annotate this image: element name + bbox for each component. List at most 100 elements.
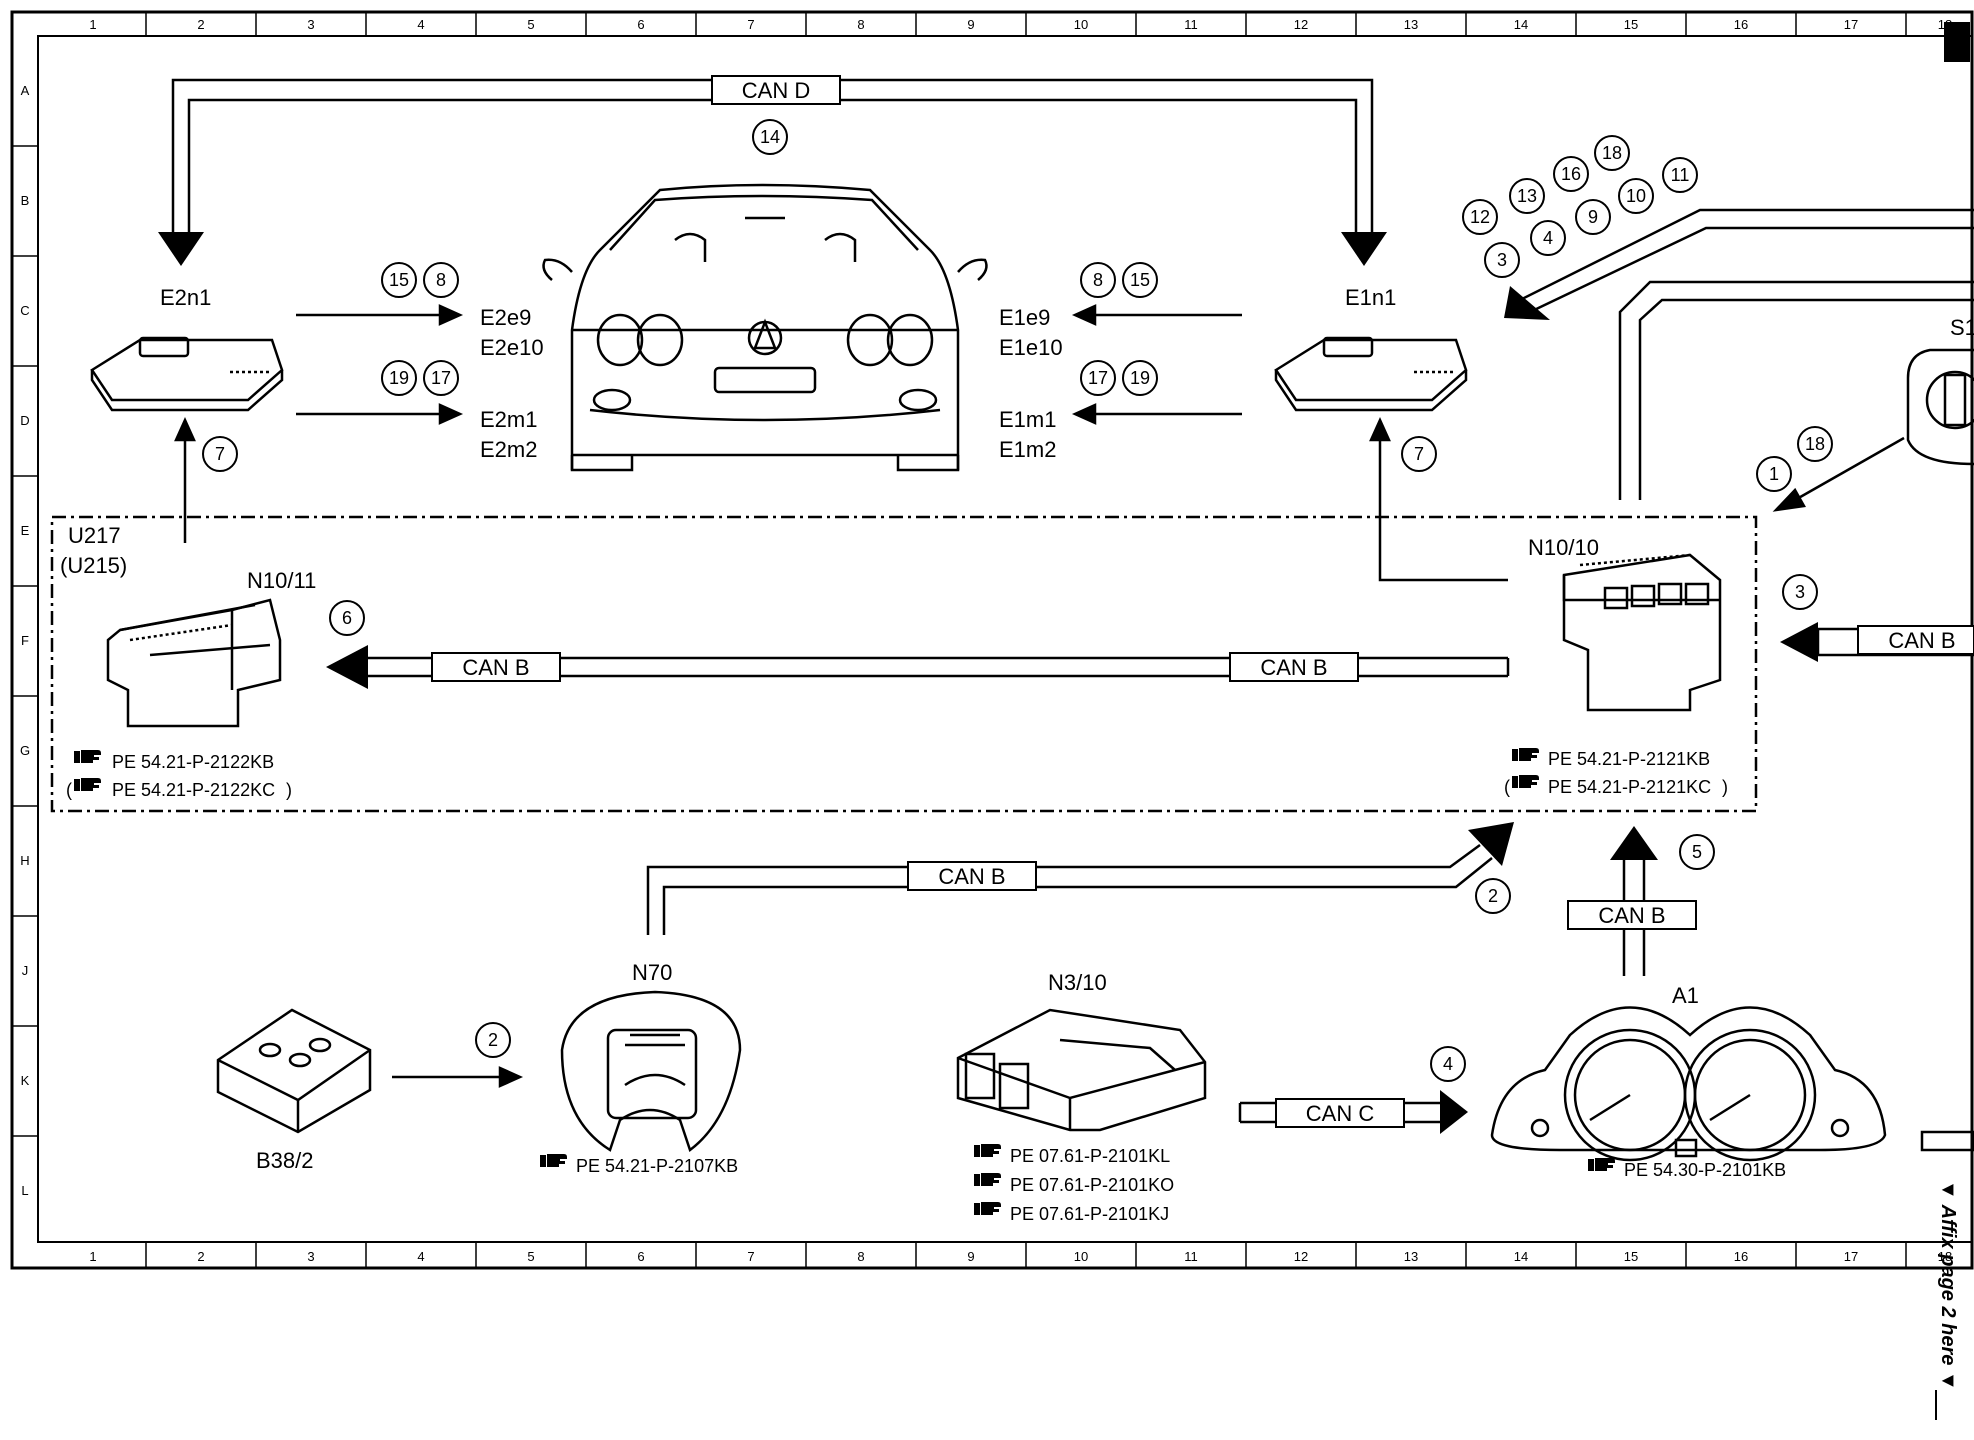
grid-row-label: J bbox=[22, 963, 29, 978]
circled-number: 9 bbox=[1588, 207, 1598, 227]
can-c-label-box bbox=[1275, 1098, 1405, 1128]
grid-col-label: 3 bbox=[307, 1249, 314, 1264]
can-b-internal-arrow bbox=[326, 645, 368, 689]
grid-column-labels-bottom: 1 2 3 4 5 6 7 8 9 10 11 12 13 14 15 16 1… bbox=[89, 1249, 1952, 1264]
can-b-right-label: CAN B bbox=[1888, 628, 1955, 653]
right-bundle-arrow bbox=[1504, 286, 1550, 320]
reference-hand-icon bbox=[74, 778, 101, 791]
can-b-n70-bus bbox=[646, 843, 1493, 935]
grid-row-label: F bbox=[21, 633, 29, 648]
e2n1-output-arrows bbox=[296, 304, 464, 425]
can-b-right-label-box bbox=[1857, 625, 1974, 655]
grid-col-label: 2 bbox=[197, 1249, 204, 1264]
grid-col-label: 14 bbox=[1514, 1249, 1528, 1264]
grid-row-label: G bbox=[20, 743, 30, 758]
circled-number: 13 bbox=[1517, 186, 1537, 206]
circled-number: 8 bbox=[1093, 270, 1103, 290]
u217-boundary bbox=[50, 515, 1758, 813]
can-b-a1-label-box bbox=[1567, 900, 1697, 930]
grid-col-label: 7 bbox=[747, 1249, 754, 1264]
reference-text: PE 54.21-P-2122KB bbox=[112, 752, 274, 772]
grid-col-label: 4 bbox=[417, 17, 424, 32]
n10-11-label: N10/11 bbox=[247, 568, 316, 593]
circled-number: 3 bbox=[1795, 582, 1805, 602]
reference-open-paren: ( bbox=[66, 780, 72, 800]
b38-arrow bbox=[392, 1066, 524, 1088]
reference-text: PE 54.30-P-2101KB bbox=[1624, 1160, 1786, 1180]
can-b-left-label-box bbox=[431, 652, 561, 682]
grid-col-label: 10 bbox=[1074, 17, 1088, 32]
grid-col-label: 12 bbox=[1294, 17, 1308, 32]
reference-close-paren: ) bbox=[1722, 777, 1728, 797]
circled-number: 2 bbox=[488, 1030, 498, 1050]
circled-number: 2 bbox=[1488, 886, 1498, 906]
circled-number: 10 bbox=[1626, 186, 1646, 206]
n3-10-label: N3/10 bbox=[1048, 970, 1107, 995]
can-b-left-label: CAN B bbox=[462, 655, 529, 680]
circled-number: 5 bbox=[1692, 842, 1702, 862]
can-d-label-box bbox=[711, 75, 841, 105]
circled-number: 19 bbox=[1130, 368, 1150, 388]
output-e1e9: E1e9 bbox=[999, 305, 1050, 330]
reference-close-paren: ) bbox=[286, 780, 292, 800]
reference-hand-icon bbox=[1512, 748, 1539, 761]
can-b-n70-label: CAN B bbox=[938, 864, 1005, 889]
grid-row-labels: A B C D E F G H J K L bbox=[20, 83, 30, 1198]
can-d-arrow-left bbox=[158, 232, 204, 266]
output-e2m2: E2m2 bbox=[480, 437, 537, 462]
grid-col-label: 18 bbox=[1938, 1249, 1952, 1264]
a1-label: A1 bbox=[1672, 983, 1699, 1008]
grid-col-label: 9 bbox=[967, 17, 974, 32]
can-c-label: CAN C bbox=[1306, 1101, 1375, 1126]
u217-label: U217 bbox=[68, 523, 121, 548]
reference-a1: PE 54.30-P-2101KB bbox=[1588, 1158, 1786, 1180]
reference-hand-icon bbox=[1588, 1158, 1615, 1171]
grid-col-label: 16 bbox=[1734, 17, 1748, 32]
reference-n10-11-a: PE 54.21-P-2122KB bbox=[74, 750, 274, 772]
grid-row-label: H bbox=[20, 853, 29, 868]
grid-row-label: L bbox=[21, 1183, 28, 1198]
circled-number: 12 bbox=[1470, 207, 1490, 227]
reference-n10-11-b: ( PE 54.21-P-2122KC ) bbox=[66, 778, 292, 800]
page-edge-tab bbox=[1920, 1130, 1974, 1152]
grid-col-label: 11 bbox=[1184, 1249, 1198, 1264]
grid-col-label: 7 bbox=[747, 17, 754, 32]
grid-col-label: 11 bbox=[1184, 17, 1198, 32]
reference-text: PE 07.61-P-2101KJ bbox=[1010, 1204, 1169, 1224]
reference-text: PE 54.21-P-2121KC bbox=[1548, 777, 1711, 797]
s1-label: S1 bbox=[1950, 315, 1974, 340]
grid-col-label: 5 bbox=[527, 1249, 534, 1264]
reference-n70: PE 54.21-P-2107KB bbox=[540, 1154, 738, 1176]
grid-col-label: 17 bbox=[1844, 1249, 1858, 1264]
circled-numbers bbox=[202, 119, 1833, 1082]
b38-2-label: B38/2 bbox=[256, 1148, 314, 1173]
reference-hand-icon bbox=[74, 750, 101, 763]
circled-number: 7 bbox=[1414, 444, 1424, 464]
n10-10-label: N10/10 bbox=[1528, 535, 1599, 560]
reference-hand-icon bbox=[540, 1154, 567, 1167]
reference-text: PE 54.21-P-2121KB bbox=[1548, 749, 1710, 769]
corner-marker bbox=[1944, 22, 1970, 62]
grid-col-label: 9 bbox=[967, 1249, 974, 1264]
grid-col-label: 5 bbox=[527, 17, 534, 32]
grid-col-label: 4 bbox=[417, 1249, 424, 1264]
reference-text: PE 54.21-P-2122KC bbox=[112, 780, 275, 800]
grid-row-label: B bbox=[21, 193, 30, 208]
output-e2e9: E2e9 bbox=[480, 305, 531, 330]
reference-n3-10-a: PE 07.61-P-2101KL bbox=[974, 1144, 1170, 1166]
grid-col-label: 13 bbox=[1404, 17, 1418, 32]
circled-number: 6 bbox=[342, 608, 352, 628]
a1-instrument-cluster bbox=[1490, 1006, 1887, 1162]
grid-col-label: 16 bbox=[1734, 1249, 1748, 1264]
output-e1m2: E1m2 bbox=[999, 437, 1056, 462]
reference-n3-10-b: PE 07.61-P-2101KO bbox=[974, 1173, 1174, 1195]
grid-col-label: 6 bbox=[637, 1249, 644, 1264]
output-e1e10: E1e10 bbox=[999, 335, 1063, 360]
grid-column-dividers bbox=[12, 12, 1907, 1268]
feed-lines bbox=[174, 416, 1508, 582]
circled-number: 16 bbox=[1561, 164, 1581, 184]
can-b-right-arrow bbox=[1780, 622, 1818, 662]
grid-col-label: 8 bbox=[857, 1249, 864, 1264]
e1n1-output-arrows bbox=[1071, 304, 1242, 425]
circled-number: 4 bbox=[1543, 228, 1553, 248]
